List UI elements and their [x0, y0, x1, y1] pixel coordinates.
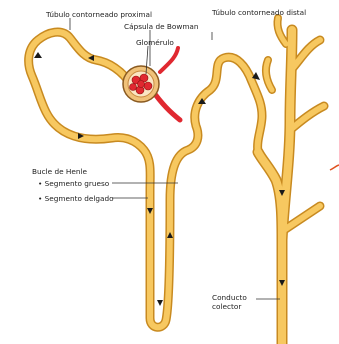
label-bowman-capsule: Cápsula de Bowman: [124, 22, 199, 31]
partial-vessel-edge: [330, 165, 339, 170]
flow-arrow: [34, 52, 42, 58]
label-proximal-tubule: Túbulo contorneado proximal: [46, 10, 152, 19]
label-thin-segment: Segmento delgado: [38, 194, 114, 203]
flow-arrow: [157, 300, 163, 306]
efferent-arteriole: [160, 48, 178, 72]
collecting-duct: [258, 152, 282, 344]
label-loop-of-henle: Bucle de Henle: [32, 167, 87, 176]
label-distal-tubule: Túbulo contorneado distal: [212, 8, 310, 17]
label-thick-segment: Segmento grueso: [38, 179, 109, 188]
label-collecting-duct: Conducto colector: [212, 293, 260, 311]
label-glomerulus: Glomérulo: [136, 38, 174, 47]
